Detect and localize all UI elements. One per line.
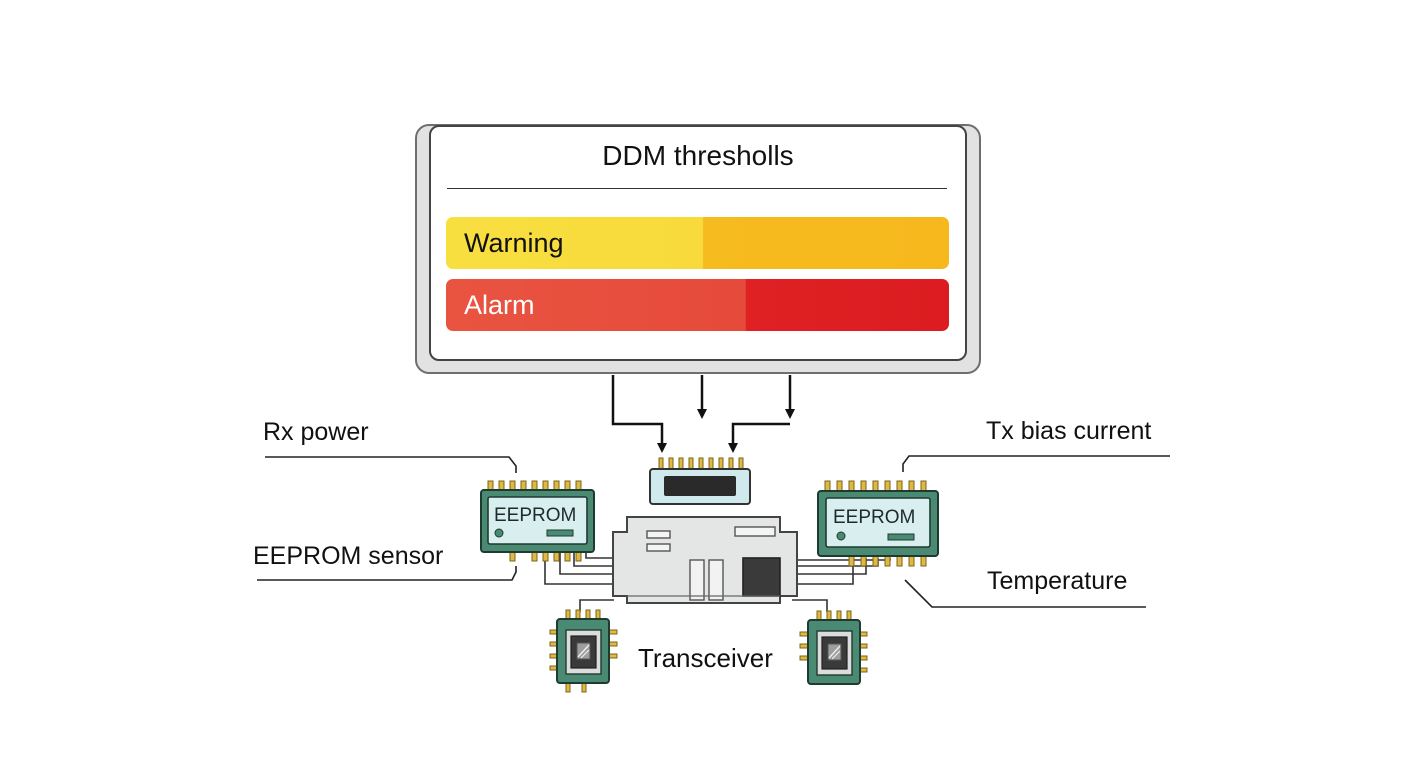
warning-label: Warning [464,227,564,258]
eeprom-chip-right: EEPROM [817,480,939,567]
transceiver-housing [612,516,798,604]
alarm-label: Alarm [464,289,535,320]
tx-bias-current-label: Tx bias current [986,417,1152,445]
leader-lines [257,455,1170,608]
eeprom-sensor-label: EEPROM sensor [253,542,444,570]
leader-rx-power [265,456,517,473]
eeprom-label-left: EEPROM [494,505,576,526]
temperature-label: Temperature [987,567,1128,595]
eeprom-label-right: EEPROM [833,507,915,528]
alarm-bar: Alarm [446,279,949,331]
threshold-arrows [611,375,795,453]
leader-eeprom-sensor [257,566,517,581]
eeprom-chip-left: EEPROM [480,480,595,562]
leader-tx-bias [902,455,1170,472]
panel-divider [447,188,947,189]
rx-power-label: Rx power [263,418,369,446]
optical-connector [649,457,751,505]
sensor-chip-right [799,610,868,685]
transceiver-label: Transceiver [638,643,773,673]
sensor-chip-left [549,609,618,693]
panel-title: DDM thresholls [602,140,794,171]
warning-bar: Warning [446,217,949,269]
arrow-right [728,422,790,453]
leader-temperature [904,579,1146,608]
arrow-left [611,375,667,453]
